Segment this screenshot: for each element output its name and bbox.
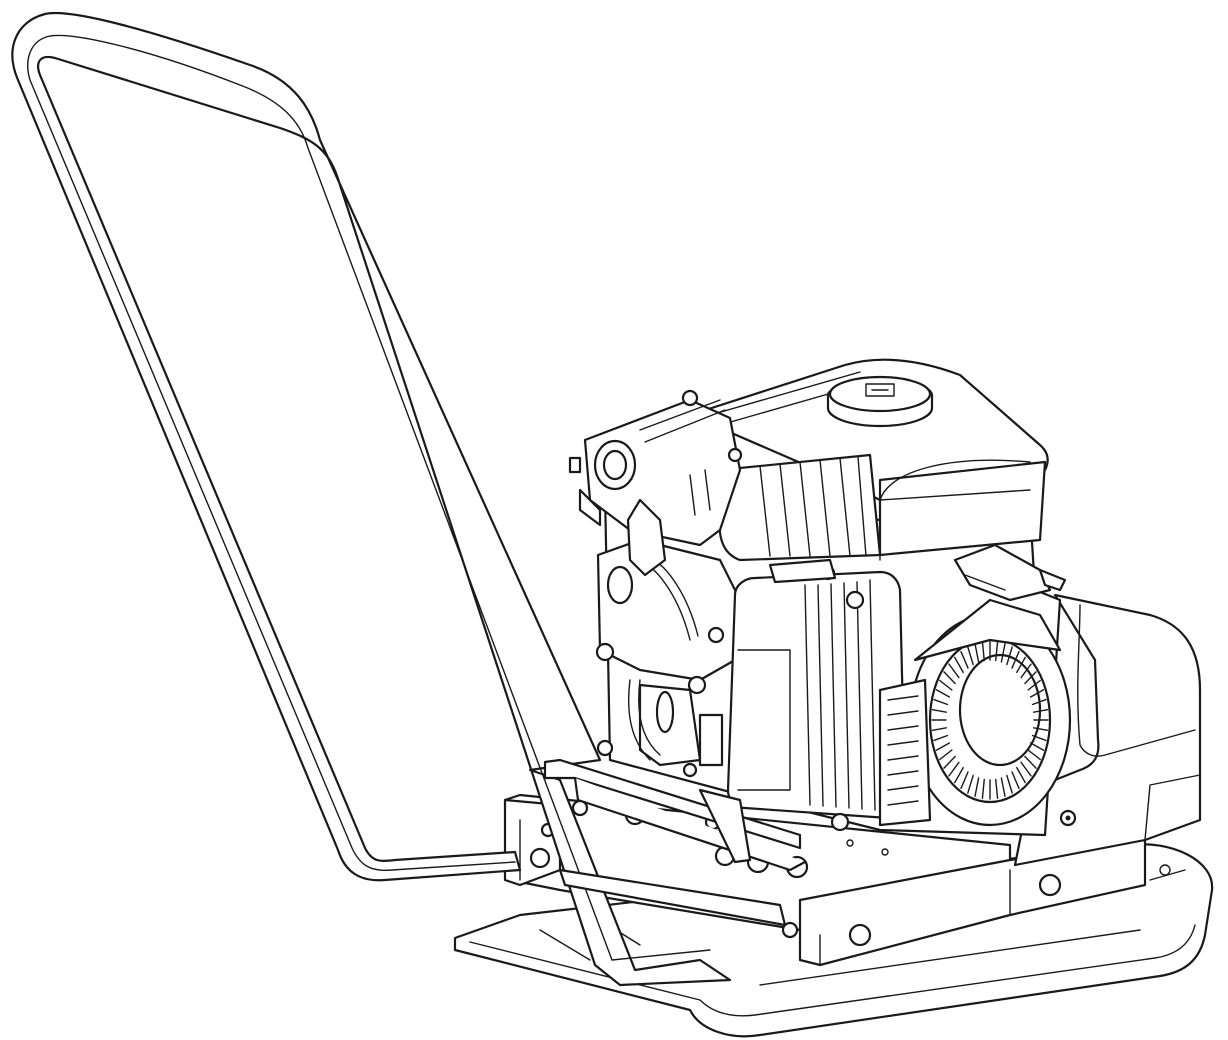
- starter-vent-slot: [1006, 646, 1013, 666]
- starter-vent-slot: [931, 727, 948, 732]
- starter-vent-slot: [935, 742, 951, 751]
- starter-vent-slot: [974, 777, 980, 798]
- starter-vent-slot: [1029, 689, 1045, 698]
- starter-vent-slot: [1032, 708, 1049, 713]
- carburetor-area: [595, 498, 742, 778]
- starter-vent-slot: [960, 650, 969, 669]
- starter-vent-slot: [948, 663, 960, 679]
- starter-vent-slot: [1016, 656, 1027, 674]
- starter-vent-slot: [1016, 766, 1027, 784]
- starter-vent-slot: [1027, 679, 1041, 691]
- starter-vent-slot: [1032, 727, 1049, 732]
- starter-vent-slot: [931, 708, 948, 713]
- starter-vent-slot: [943, 755, 956, 769]
- starter-vent-slot: [1020, 663, 1032, 679]
- starter-vent-slot: [933, 734, 949, 742]
- starter-vent-slot: [953, 766, 964, 784]
- starter-vent-slot: [1024, 755, 1037, 769]
- muffler: [568, 389, 743, 547]
- starter-handle: [953, 543, 1067, 602]
- starter-vent-slot: [953, 656, 964, 674]
- starter-vents: [931, 640, 1049, 800]
- handle-bar: [11, 11, 806, 987]
- air-cleaner: [726, 558, 907, 820]
- starter-vent-slot: [1027, 749, 1041, 761]
- starter-vent-slot: [981, 640, 985, 662]
- starter-vent-slot: [1024, 671, 1037, 685]
- starter-vent-slot: [967, 774, 974, 794]
- starter-vent-slot: [960, 771, 969, 790]
- recoil-starter: [908, 598, 1072, 827]
- starter-vent-slot: [1011, 650, 1020, 669]
- starter-vent-slot: [981, 778, 985, 800]
- starter-vent-slot: [1031, 734, 1047, 742]
- starter-vent-slot: [995, 640, 999, 662]
- cylinder-fins: [718, 453, 882, 562]
- starter-vent-slot: [935, 689, 951, 698]
- starter-vent-slot: [933, 698, 949, 706]
- belt-guard: [1013, 593, 1202, 867]
- starter-vent-slot: [1031, 698, 1047, 706]
- starter-vent-slot: [1000, 642, 1006, 663]
- starter-vent-slot: [974, 642, 980, 663]
- starter-vent-slot: [1000, 777, 1006, 798]
- starter-vent-slot: [995, 778, 999, 800]
- starter-vent-slot: [967, 646, 974, 666]
- starter-vent-slot: [943, 671, 956, 685]
- engine-lower-fins: [830, 678, 932, 832]
- starter-vent-slot: [939, 679, 953, 691]
- starter-vent-slot: [939, 749, 953, 761]
- starter-vent-slot: [1029, 742, 1045, 751]
- starter-vent-slot: [1011, 771, 1020, 790]
- starter-vent-slot: [1020, 761, 1032, 777]
- starter-vent-slot: [948, 761, 960, 777]
- starter-vent-slot: [1006, 774, 1013, 794]
- fuel-tank: [688, 358, 1049, 557]
- fuel-cap: [826, 375, 934, 428]
